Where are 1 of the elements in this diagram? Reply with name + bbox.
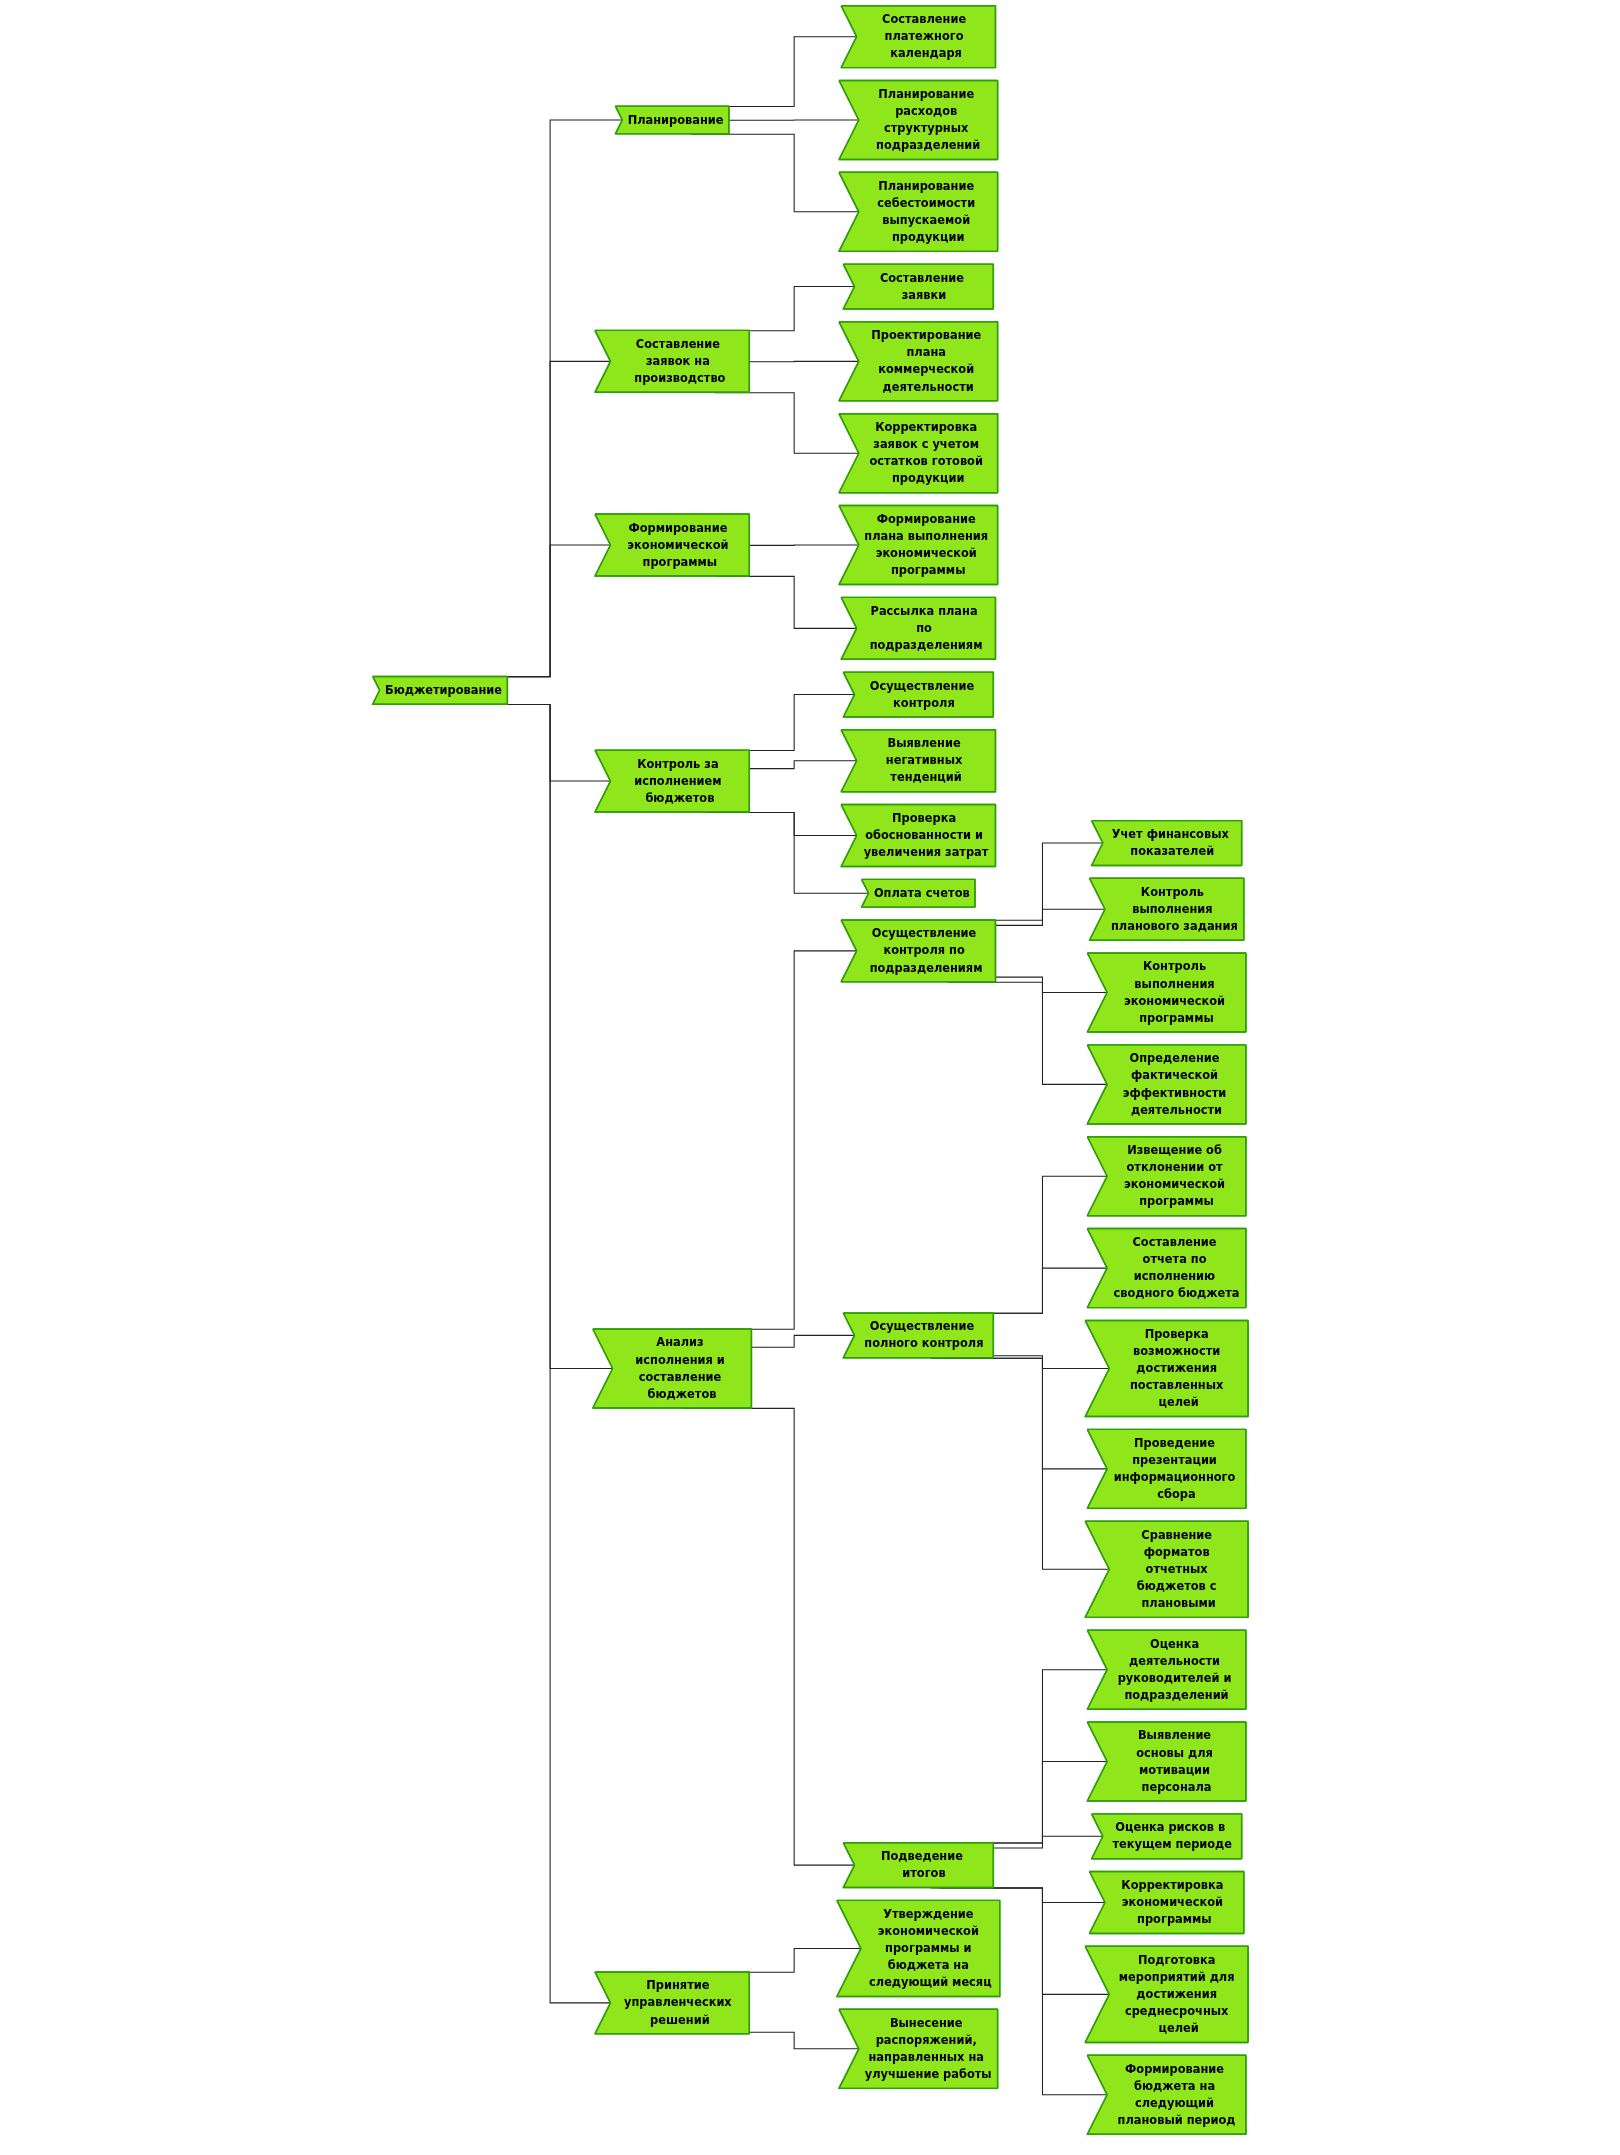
connector	[750, 1334, 855, 1348]
